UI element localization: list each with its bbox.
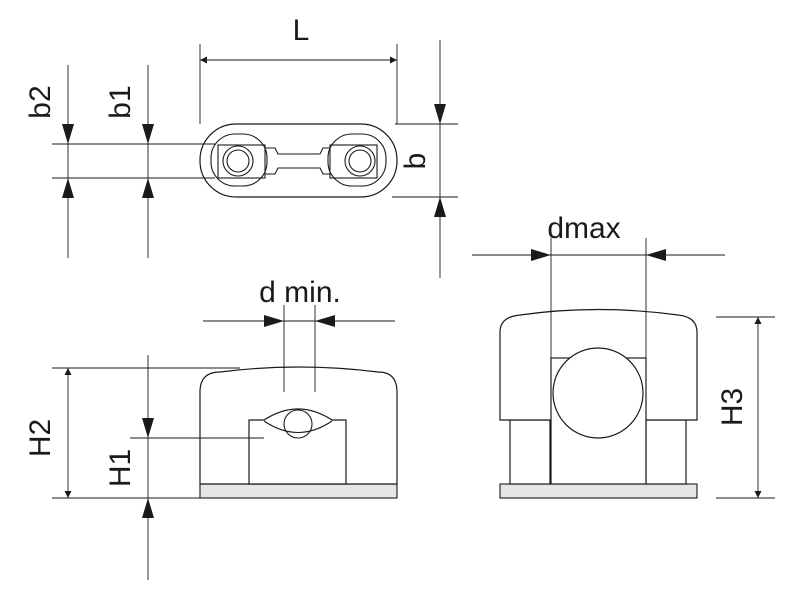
dim-H3-label: H3 xyxy=(716,388,749,426)
top-view-left-socket xyxy=(217,144,266,179)
top-view-left-pad xyxy=(210,133,268,187)
front-min-pipe xyxy=(283,409,313,439)
dim-L-label: L xyxy=(293,14,310,47)
dim-b2-label: b2 xyxy=(24,85,57,118)
top-view-right-pad xyxy=(327,133,387,187)
top-view-bridge xyxy=(265,147,330,175)
top-view-left-bolt xyxy=(222,145,254,177)
dim-dmax-arrow-left xyxy=(531,249,551,261)
front-max-base-plate xyxy=(499,483,698,499)
front-max-pipe xyxy=(552,347,644,439)
dim-H2-label: H2 xyxy=(24,419,57,457)
top-view-right-socket xyxy=(329,144,378,179)
front-view-max: dmax H3 xyxy=(472,212,775,499)
top-view-outline xyxy=(199,123,398,198)
front-view-min: d min. H2 H1 xyxy=(24,276,398,580)
dim-dmin-label: d min. xyxy=(259,276,341,309)
dim-dmin-arrow-left xyxy=(264,315,284,327)
top-view-right-bolt xyxy=(344,145,376,177)
front-max-left-leg xyxy=(509,419,551,485)
top-view: L b b2 b1 xyxy=(24,14,458,278)
top-view-right-bolt-inner xyxy=(348,149,372,173)
front-min-pipe-seat xyxy=(263,420,333,433)
top-view-left-bolt-inner xyxy=(226,149,250,173)
front-max-right-leg xyxy=(645,419,687,485)
dim-dmin-arrow-right xyxy=(315,315,335,327)
dim-b1-label: b1 xyxy=(104,85,137,118)
dim-b2-arrow-top xyxy=(62,124,74,144)
dim-H1-arrow-top xyxy=(142,418,154,438)
dim-b1-arrow-top xyxy=(142,124,154,144)
front-min-base-plate xyxy=(199,483,398,499)
dim-b1-arrow-bottom xyxy=(142,178,154,198)
dim-dmax-arrow-right xyxy=(646,249,666,261)
dim-b-arrow-bottom xyxy=(434,197,446,217)
dim-b2-arrow-bottom xyxy=(62,178,74,198)
front-min-insert xyxy=(248,408,347,485)
dim-H1-arrow-bottom xyxy=(142,498,154,518)
dim-b-arrow-top xyxy=(434,104,446,124)
dim-H1-label: H1 xyxy=(104,449,137,487)
dim-dmax-label: dmax xyxy=(547,212,620,245)
dim-b-label: b xyxy=(399,153,432,170)
